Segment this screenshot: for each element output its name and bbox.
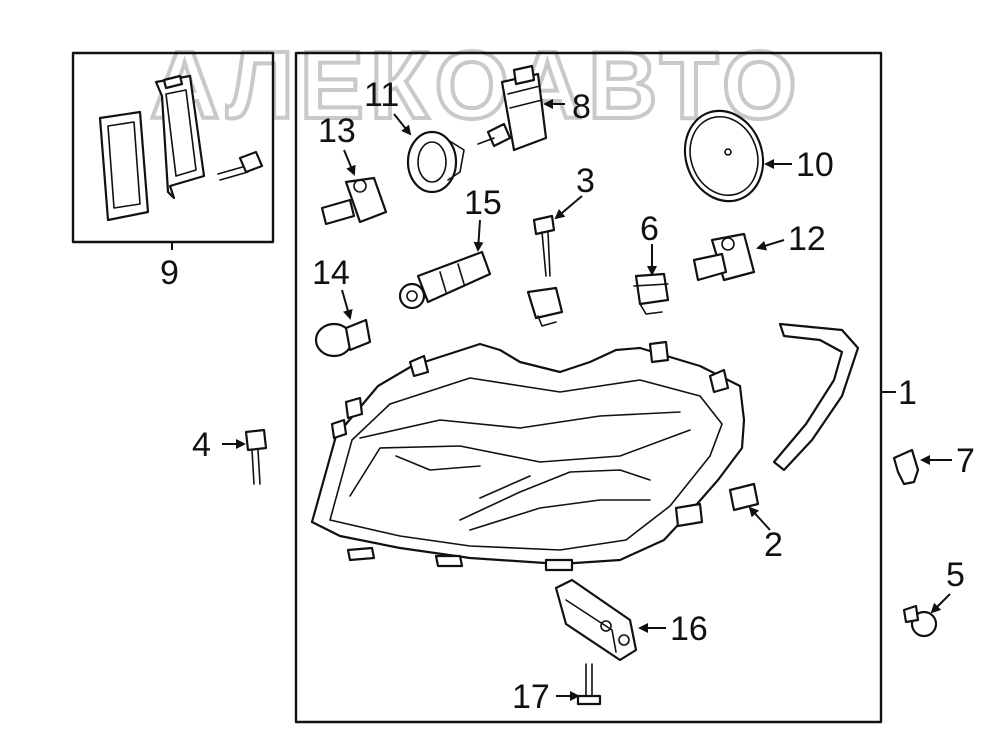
part-14-bulb [314,318,372,358]
part-15-connector [398,250,492,310]
callout-3: 3 [576,162,595,200]
callout-17: 17 [512,678,550,716]
part-2-clip [728,482,760,512]
part-10-cover-cap [683,109,765,203]
callout-8: 8 [572,88,591,126]
watermark-text: АЛЕКОАВТО [150,32,803,139]
part-11-socket-ring [406,130,465,194]
main-frame-1 [294,51,883,724]
callout-1: 1 [898,374,917,412]
part-12-bulb [692,232,756,282]
callout-14: 14 [312,254,350,292]
leader-lines [222,99,952,701]
callout-12: 12 [788,220,826,258]
callout-5: 5 [946,556,965,594]
callout-6: 6 [640,210,659,248]
callout-15: 15 [464,184,502,222]
part-9-gasket-set [98,74,264,222]
callout-labels: 8 11 13 10 3 15 6 12 14 9 1 4 7 2 5 16 1… [160,76,975,716]
part-1-headlamp-housing [310,340,746,572]
part-5-fastener [902,604,938,638]
part-8-module [477,64,548,152]
part-1-trim-strip [772,322,860,472]
part-13-bulb [320,176,388,226]
part-17-bolt [576,663,602,706]
callout-2: 2 [764,526,783,564]
callout-11: 11 [364,76,399,114]
callout-16: 16 [670,610,708,648]
part-4-bolt [244,428,268,485]
callout-7: 7 [956,442,975,480]
part-3-screw [526,214,564,327]
part-16-bracket [554,578,638,662]
part-6-clip [633,272,670,315]
callout-9: 9 [160,254,179,292]
part-7-plug [892,448,920,486]
callout-10: 10 [796,146,834,184]
callout-13: 13 [318,112,356,150]
callout-4: 4 [192,426,211,464]
watermark: АЛЕКОАВТО [148,30,803,141]
